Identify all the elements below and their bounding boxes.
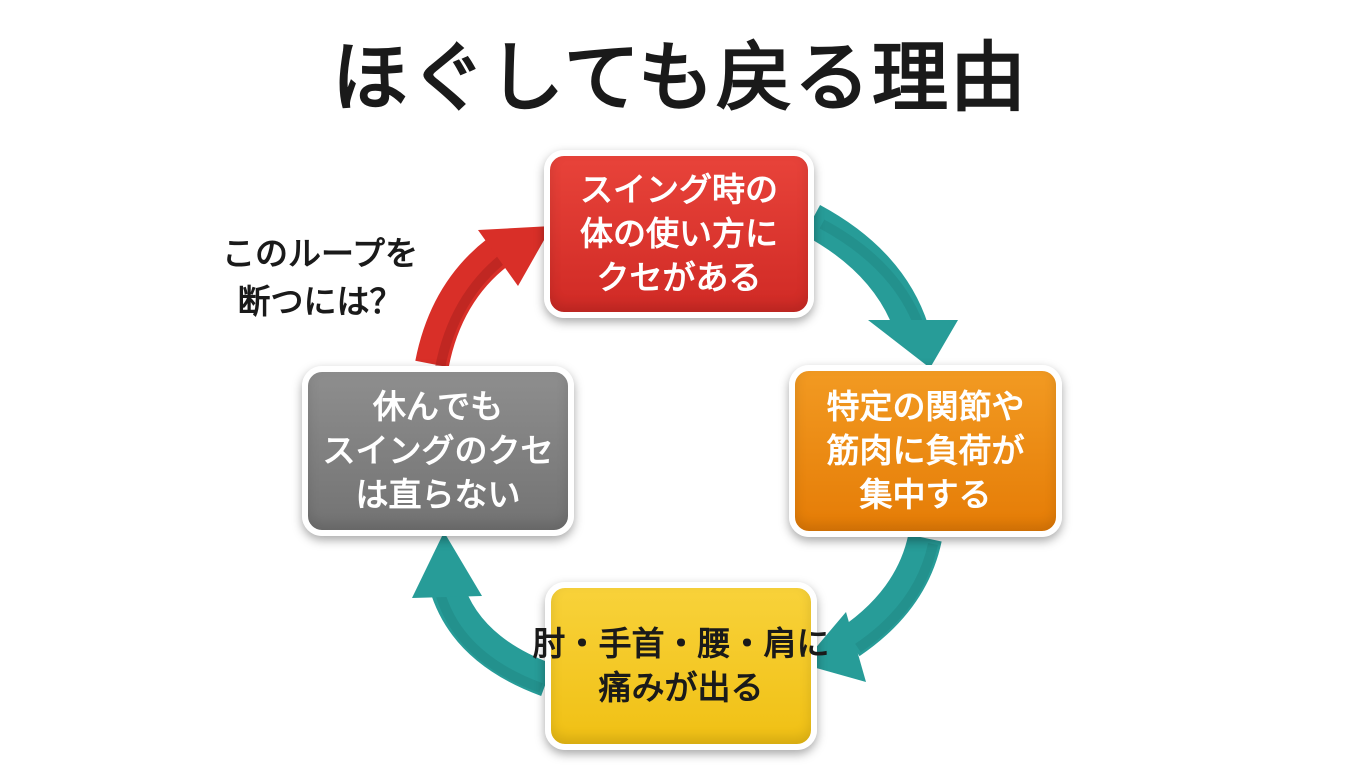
loop-question: このループを 断つには？ [200,230,440,326]
cycle-step-pain: 肘・手首・腰・肩に 痛みが出る [533,582,830,750]
step-line: 筋肉に負荷が [826,431,1025,470]
cycle-step-load: 特定の関節や 筋肉に負荷が 集中する [789,365,1062,537]
step-line: は直らない [355,475,521,514]
step-line: スイング時の [580,170,778,209]
step-line: スイングのクセ [322,431,554,470]
step-line: 体の使い方に [580,214,778,253]
question-line: 断つには？ [237,282,403,321]
step-line: クセがある [596,258,762,297]
arrow-left-to-top [415,226,552,369]
step-line: 肘・手首・腰・肩に [532,624,830,663]
cycle-step-rest: 休んでも スイングのクセ は直らない [302,366,574,536]
step-line: 特定の関節や [826,387,1025,426]
page-title: ほぐしても戻る理由 [332,33,1028,122]
step-line: 集中する [859,475,992,514]
cycle-step-habit: スイング時の 体の使い方に クセがある [544,150,814,318]
step-line: 痛みが出る [598,668,764,707]
arrow-right-to-bottom [802,534,942,682]
arrow-bottom-to-left [412,532,554,696]
arrow-top-to-right [803,205,958,368]
question-line: このループを [221,234,419,273]
step-line: 休んでも [372,387,504,426]
